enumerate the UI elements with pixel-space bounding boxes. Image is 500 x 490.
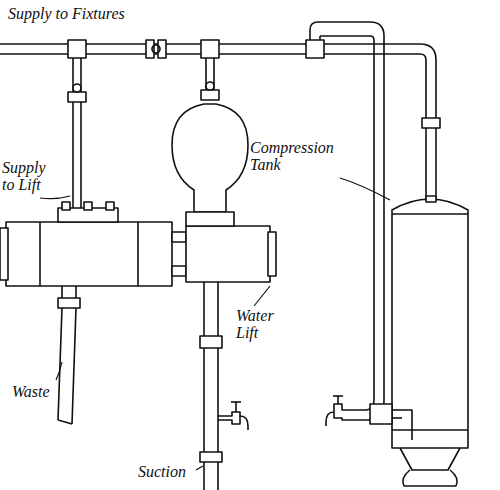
part-label: Supply to Lift [2,160,54,194]
part-label: Supply to Fixtures [8,6,125,23]
part-label: Waste [12,384,50,401]
part-label: Suction [138,464,186,481]
part-label: Compression Tank [250,140,350,174]
part-label: Water Lift [236,308,288,342]
